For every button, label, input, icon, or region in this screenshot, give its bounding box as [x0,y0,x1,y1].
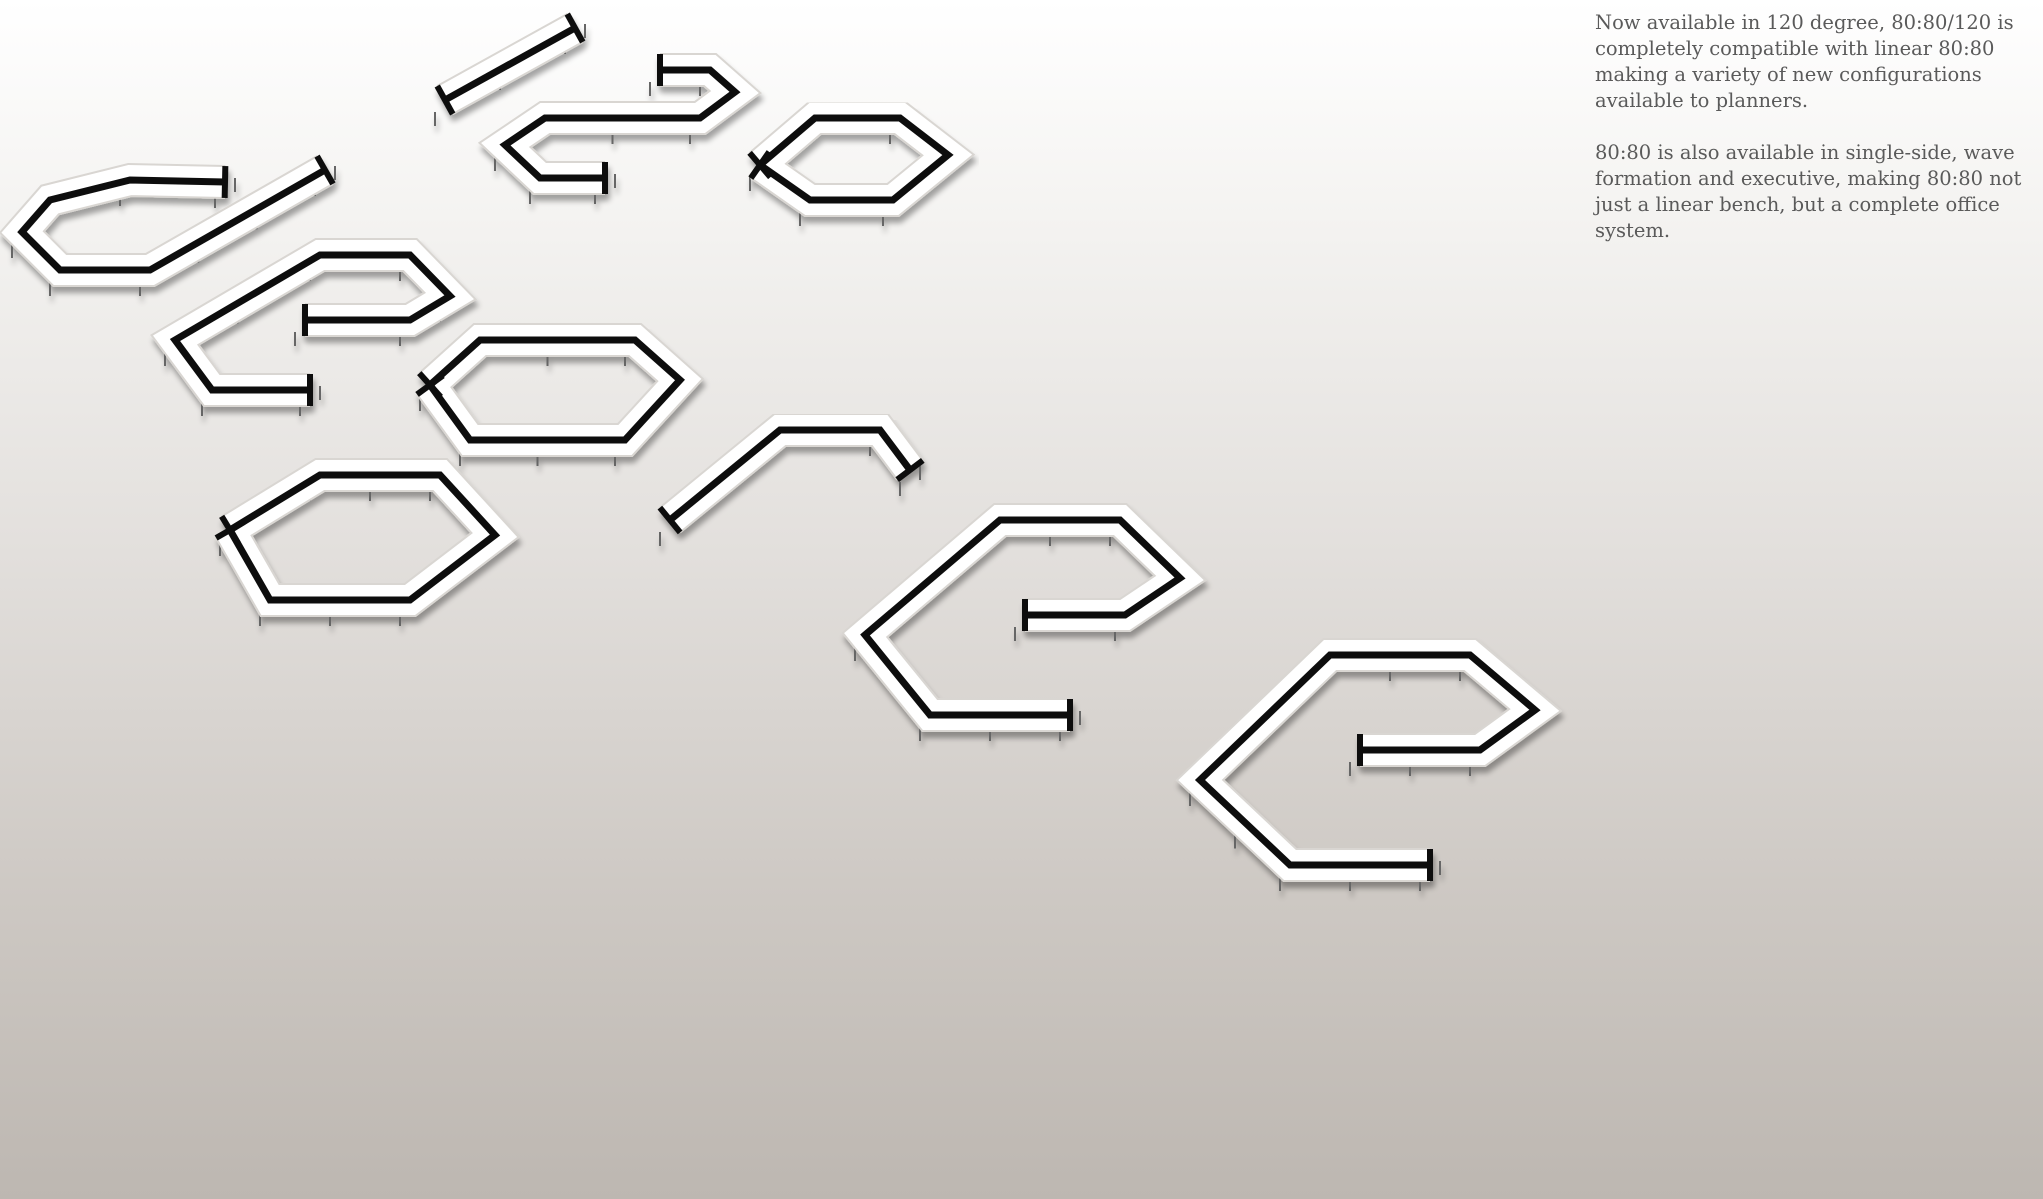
desk-screen [443,24,577,104]
desk-screen [169,251,456,394]
description-paragraph-1: Now available in 120 degree, 80:80/120 i… [1595,11,2014,112]
bench-two [477,53,763,204]
desk-end-screen [895,457,925,483]
desk-screen [427,336,685,444]
desk-screen [860,516,1186,719]
desk-end-screen [221,165,229,199]
desk-surface [660,415,922,532]
desk-surface [1178,640,1560,880]
desk-end-screen [434,84,456,116]
bench-e-large [1175,638,1563,891]
bench-e-mid [841,503,1207,741]
desk-end-screen [564,12,586,44]
desk-screen [226,471,501,604]
desk-end-screen [314,154,336,186]
desk-screen [757,114,954,204]
desk-screen [1194,651,1541,869]
bench-g-bottom [214,458,521,626]
desk-end-screen [748,150,772,180]
bench-r [657,413,925,546]
desk-end-screen [214,519,246,541]
desk-end-screen [415,373,445,397]
desk-screen [499,66,741,182]
bench-d [0,154,336,296]
bench-zero-a [747,101,976,226]
bench-e-small [150,238,478,416]
description-text-block: Now available in 120 degree, 80:80/120 i… [1595,10,2035,270]
description-paragraph-2: 80:80 is also available in single-side, … [1595,141,2022,242]
desk-screen [17,166,327,274]
bench-one [434,12,586,126]
desk-screen [667,426,913,523]
desk-end-screen [657,505,683,535]
bench-g-top [415,323,705,466]
